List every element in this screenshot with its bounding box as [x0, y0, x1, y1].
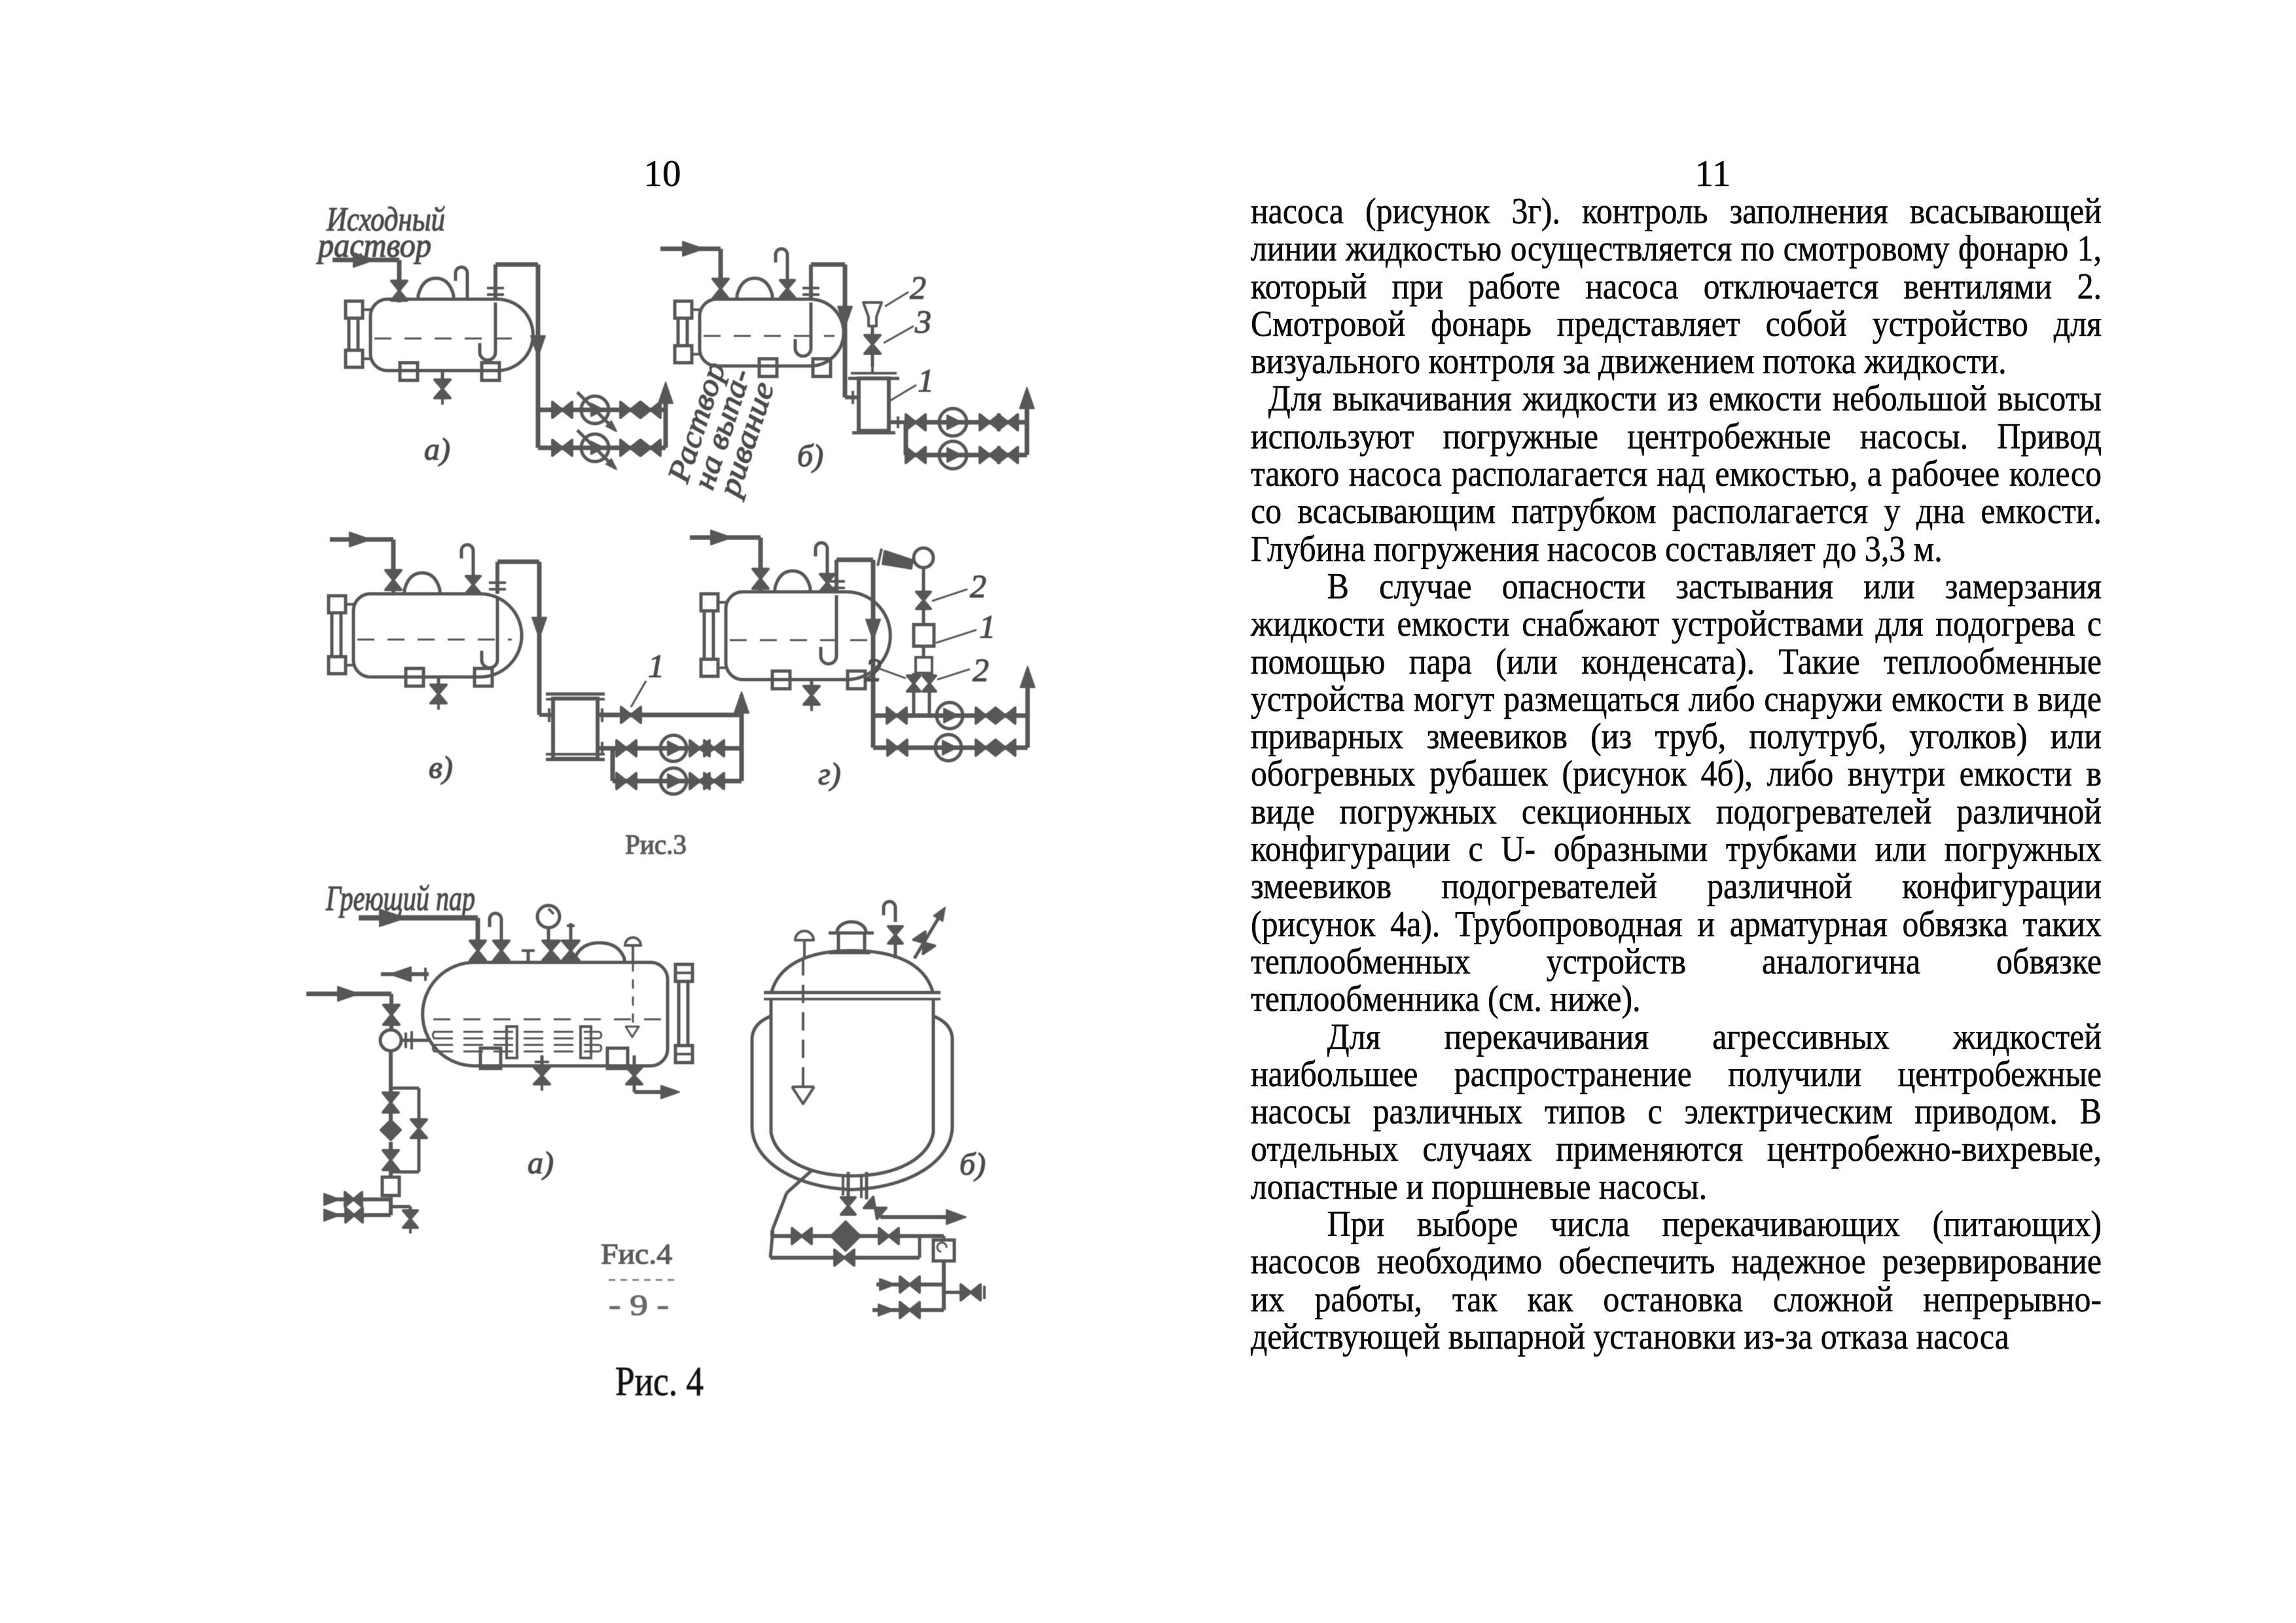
svg-text:1: 1: [979, 608, 996, 645]
svg-text:а): а): [424, 432, 450, 467]
svg-text:2: 2: [973, 651, 989, 688]
svg-text:б): б): [797, 439, 823, 473]
svg-text:2: 2: [970, 568, 986, 604]
svg-text:Исходный: Исходный: [326, 201, 445, 238]
svg-text:б): б): [960, 1147, 986, 1182]
svg-text:а): а): [528, 1146, 554, 1180]
svg-text:в): в): [429, 750, 453, 785]
svg-text:2: 2: [910, 269, 926, 306]
svg-text:1: 1: [648, 647, 664, 684]
svg-text:2: 2: [865, 651, 882, 688]
svg-text:Fис.4: Fис.4: [601, 1238, 672, 1270]
svg-text:- 9 -: - 9 -: [609, 1289, 669, 1321]
svg-text:3: 3: [914, 303, 931, 340]
svg-text:Греющий пар: Греющий пар: [325, 879, 475, 918]
svg-text:Рис. 4: Рис. 4: [615, 1358, 704, 1404]
svg-text:г): г): [818, 757, 841, 792]
svg-text:1: 1: [918, 362, 934, 399]
svg-text:Рис.3: Рис.3: [625, 830, 687, 860]
